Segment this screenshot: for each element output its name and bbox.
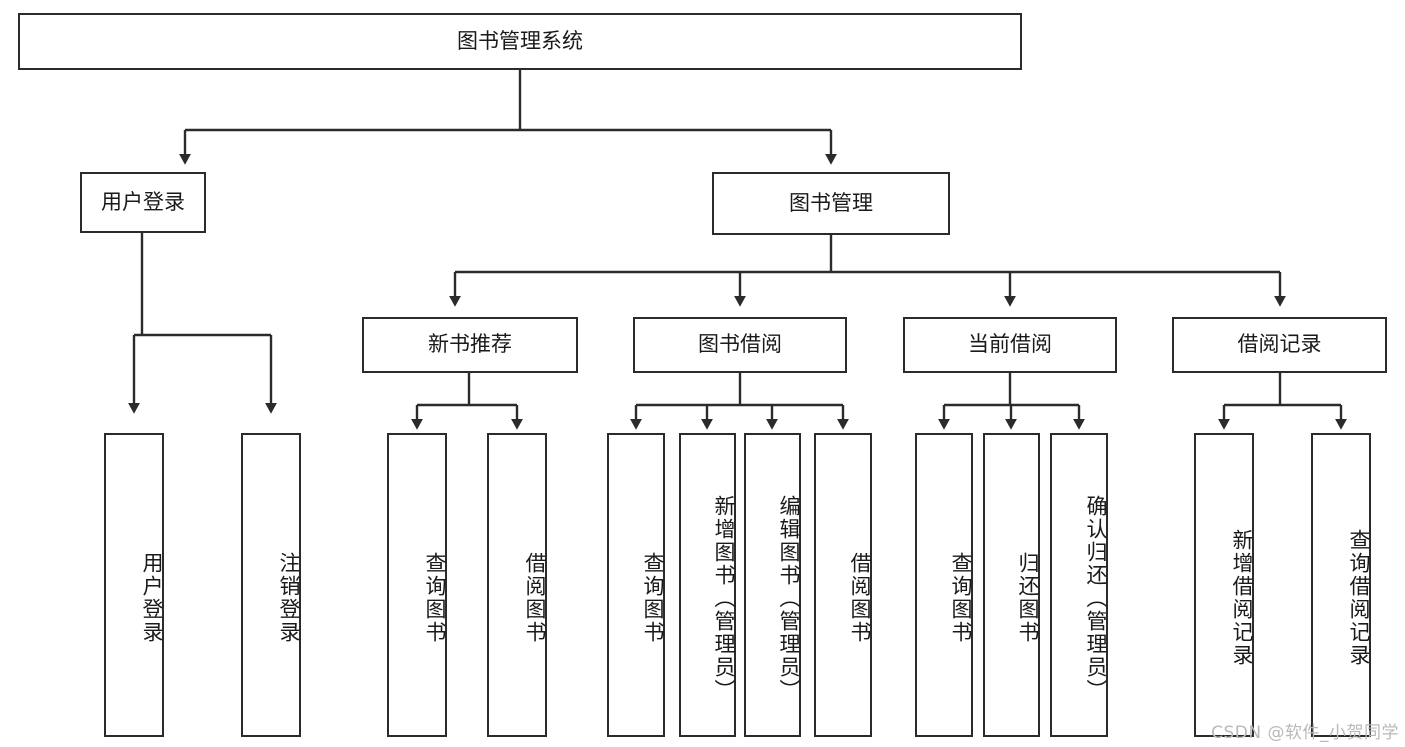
leaf-label: 新增图书（管理员） [712, 494, 736, 702]
leaf-label: 查询图书 [949, 552, 973, 644]
leaf-label: 查询借阅记录 [1347, 529, 1371, 667]
node-new-book-recommend[interactable]: 新书推荐 [362, 317, 578, 373]
leaf-label: 查询图书 [423, 552, 447, 644]
node-book-management-label: 图书管理 [789, 190, 873, 215]
leaf-label: 借阅图书 [848, 552, 872, 644]
leaf-label: 注销登录 [277, 552, 301, 644]
leaf-recommend-borrow-book[interactable]: 借阅图书 [487, 433, 547, 737]
leaf-recommend-query-book[interactable]: 查询图书 [387, 433, 447, 737]
leaf-borrow-query-book[interactable]: 查询图书 [607, 433, 665, 737]
leaf-label: 确认归还（管理员） [1084, 494, 1108, 702]
node-root[interactable]: 图书管理系统 [18, 13, 1022, 70]
node-borrow-record-label: 借阅记录 [1237, 332, 1322, 357]
leaf-label: 编辑图书（管理员） [777, 494, 801, 702]
node-book-management[interactable]: 图书管理 [712, 172, 950, 235]
leaf-label: 用户登录 [140, 552, 164, 644]
leaf-current-query-book[interactable]: 查询图书 [915, 433, 973, 737]
leaf-current-return-book[interactable]: 归还图书 [983, 433, 1040, 737]
leaf-user-login-signin[interactable]: 用户登录 [104, 433, 164, 737]
leaf-borrow-add-book-admin[interactable]: 新增图书（管理员） [679, 433, 736, 737]
leaf-label: 借阅图书 [523, 552, 547, 644]
leaf-user-login-signout[interactable]: 注销登录 [241, 433, 301, 737]
node-borrow-record[interactable]: 借阅记录 [1172, 317, 1387, 373]
node-new-book-recommend-label: 新书推荐 [428, 332, 512, 357]
node-book-borrow[interactable]: 图书借阅 [633, 317, 847, 373]
node-root-label: 图书管理系统 [457, 28, 583, 53]
leaf-record-add-record[interactable]: 新增借阅记录 [1194, 433, 1254, 737]
node-user-login-label: 用户登录 [101, 189, 185, 214]
leaf-record-query-record[interactable]: 查询借阅记录 [1311, 433, 1371, 737]
node-user-login[interactable]: 用户登录 [80, 172, 206, 233]
node-current-borrow-label: 当前借阅 [968, 332, 1052, 357]
node-book-borrow-label: 图书借阅 [698, 332, 782, 357]
leaf-current-confirm-return-admin[interactable]: 确认归还（管理员） [1050, 433, 1108, 737]
leaf-borrow-edit-book-admin[interactable]: 编辑图书（管理员） [744, 433, 801, 737]
leaf-borrow-borrow-book[interactable]: 借阅图书 [814, 433, 872, 737]
leaf-label: 归还图书 [1016, 552, 1040, 644]
node-current-borrow[interactable]: 当前借阅 [903, 317, 1117, 373]
leaf-label: 查询图书 [641, 552, 665, 644]
leaf-label: 新增借阅记录 [1230, 529, 1254, 667]
